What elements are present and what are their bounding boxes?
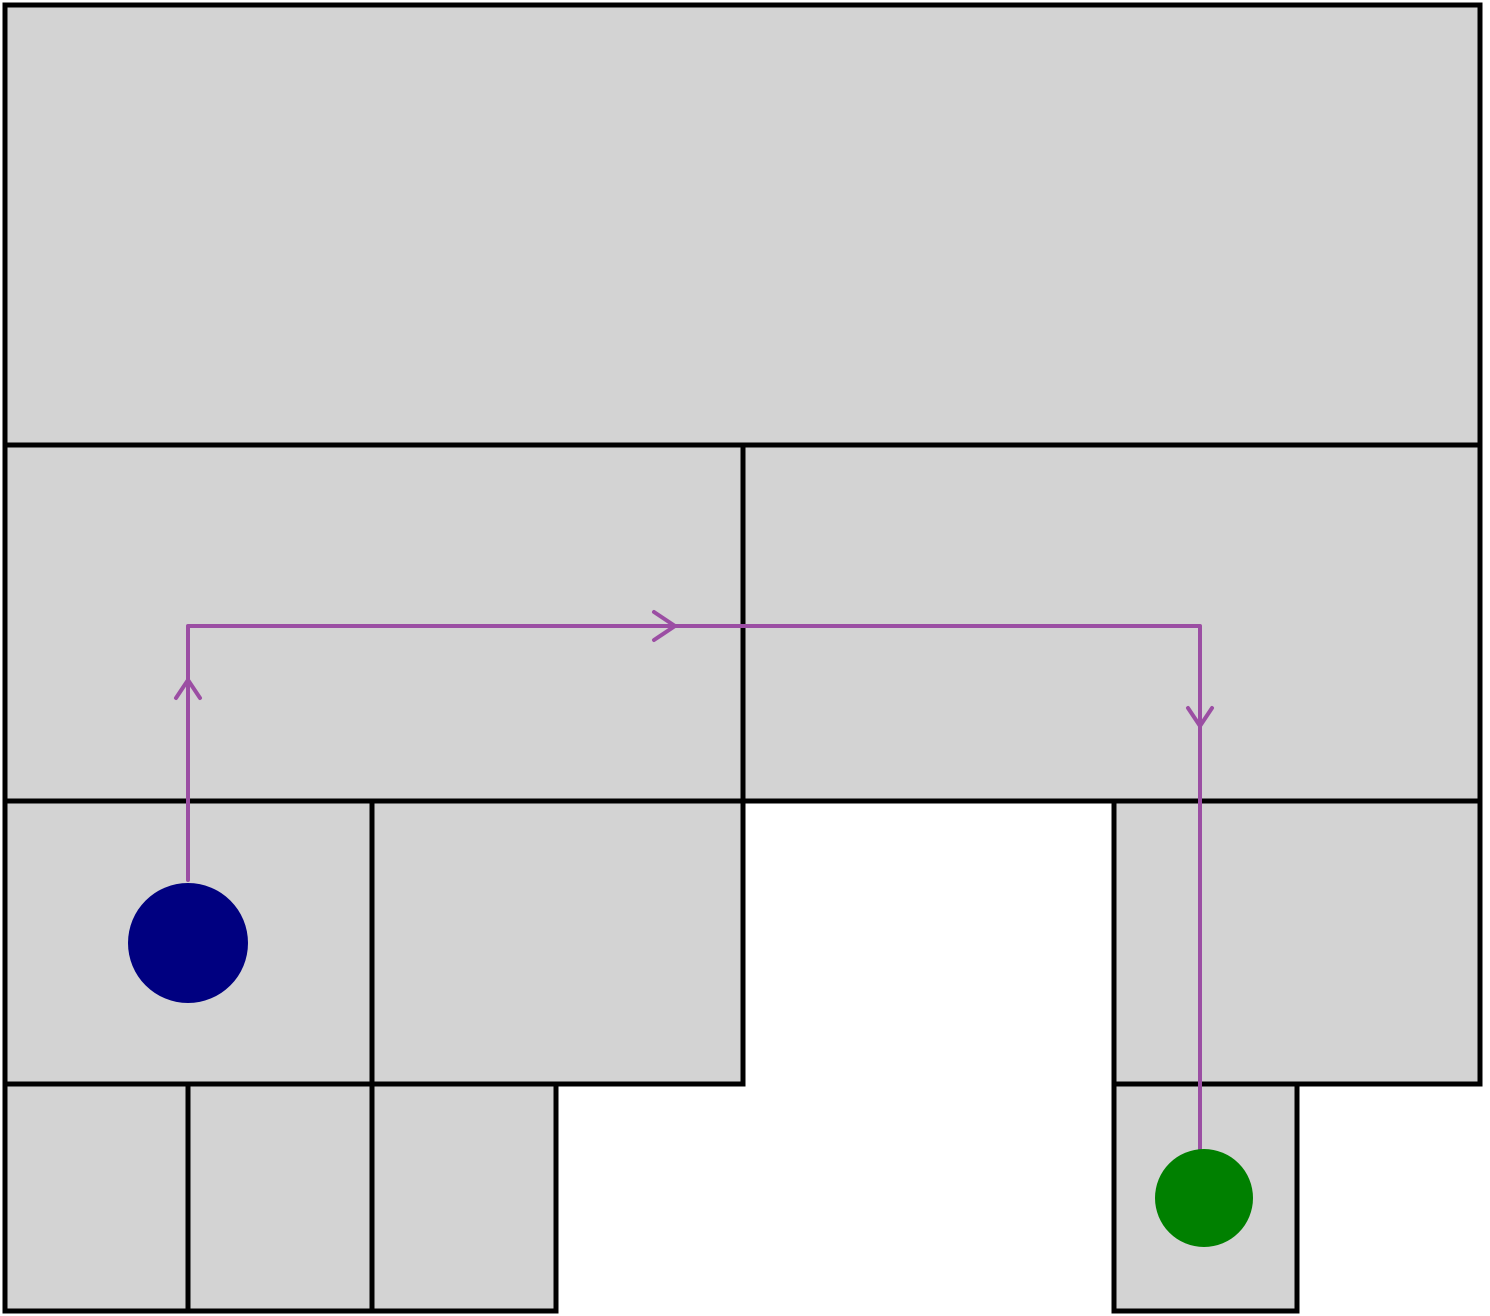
route-path: [174, 610, 1214, 1152]
room-lower-left-b: [369, 798, 746, 1087]
room-middle-left: [2, 442, 746, 804]
room-lower-right: [1111, 798, 1483, 1087]
arrow-down-icon: [1186, 706, 1214, 728]
start-marker: [128, 883, 248, 1003]
route-line: [186, 624, 1202, 1152]
goal-marker: [1155, 1149, 1253, 1247]
room-bottom-a: [2, 1081, 191, 1314]
room-middle-right: [740, 442, 1483, 804]
room-top: [2, 2, 1483, 448]
room-bottom-c: [369, 1081, 559, 1314]
arrow-right-icon: [652, 610, 677, 642]
arrow-up-icon: [174, 678, 202, 700]
room-bottom-b: [185, 1081, 375, 1314]
